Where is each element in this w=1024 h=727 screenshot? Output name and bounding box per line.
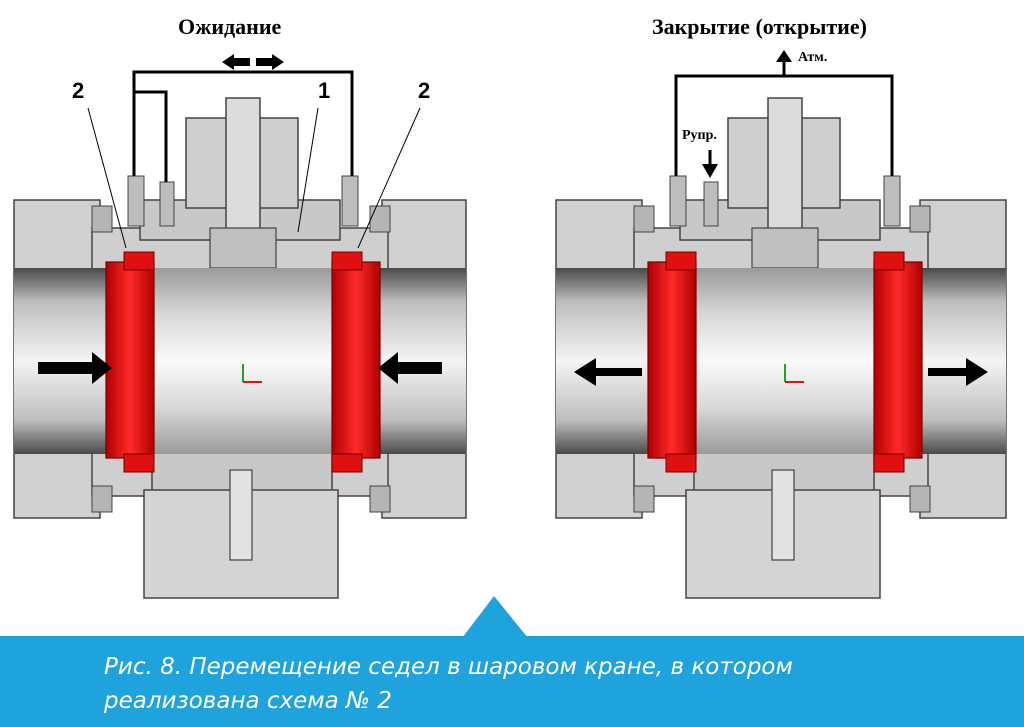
right-seat-left — [647, 261, 697, 459]
atm-label: Атм. — [798, 50, 828, 65]
pressure-arrow-icon — [702, 164, 718, 178]
right-valve — [555, 50, 1007, 599]
left-fitting-1 — [127, 175, 145, 227]
left-double-arrow-icon — [222, 54, 250, 70]
right-fitting-3 — [883, 175, 901, 227]
left-inflow-arrow-icon — [38, 352, 112, 384]
right-fitting-2 — [703, 181, 719, 227]
left-pipe-line-inner — [134, 90, 168, 182]
pupr-label: Pупр. — [682, 128, 717, 143]
left-seat-right — [331, 261, 381, 459]
caption-notch — [462, 596, 528, 638]
atm-arrow-icon — [776, 50, 792, 62]
right-inflow-arrow-icon — [378, 352, 442, 384]
right-seat-right — [873, 261, 923, 459]
left-seat-left — [105, 261, 155, 459]
figure-caption: Рис. 8. Перемещение седел в шаровом кран… — [104, 650, 984, 718]
left-ball — [150, 268, 334, 454]
left-fitting-3 — [341, 175, 359, 227]
right-ball — [692, 268, 876, 454]
right-panel-title: Закрытие (открытие) — [652, 14, 867, 39]
right-fitting-1 — [669, 175, 687, 227]
left-fitting-2 — [159, 181, 175, 227]
callout-right-2: 2 — [418, 78, 431, 103]
left-outflow-arrow-icon — [574, 358, 642, 386]
caption-line-2: реализована схема № 2 — [104, 688, 392, 714]
caption-bar — [0, 636, 1024, 727]
left-panel-title: Ожидание — [178, 14, 282, 39]
left-valve — [13, 54, 467, 599]
left-pipe-line-outer — [132, 70, 354, 176]
caption-line-1: Рис. 8. Перемещение седел в шаровом кран… — [104, 654, 793, 680]
right-outflow-arrow-icon — [928, 358, 988, 386]
callout-left-2: 2 — [72, 78, 85, 103]
callout-1: 1 — [318, 78, 331, 103]
